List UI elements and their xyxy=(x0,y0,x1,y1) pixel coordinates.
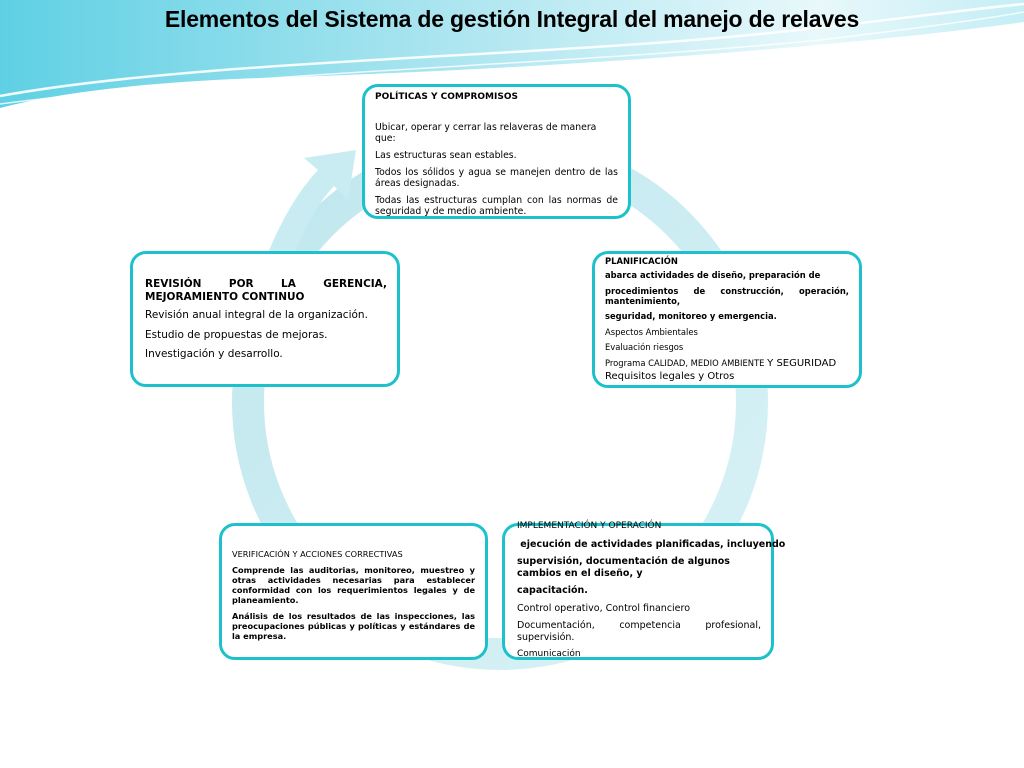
box-line: Estudio de propuestas de mejoras. xyxy=(145,328,328,341)
box-heading: PLANIFICACIÓN xyxy=(605,256,678,266)
box-line: supervisión, documentación de algunos ca… xyxy=(517,556,730,579)
box-line: abarca actividades de diseño, preparació… xyxy=(605,270,821,280)
box-heading: VERIFICACIÓN Y ACCIONES CORRECTIVAS xyxy=(232,549,403,559)
box-line: Comunicación xyxy=(517,649,581,659)
box-heading: IMPLEMENTACIÓN Y OPERACIÓN xyxy=(517,521,662,531)
box-line: Documentación, competencia profesional, … xyxy=(517,620,761,643)
box-line: Todos los sólidos y agua se manejen dent… xyxy=(375,167,618,189)
box-line: Comprende las auditorias, monitoreo, mue… xyxy=(232,565,475,605)
page-title: Elementos del Sistema de gestión Integra… xyxy=(164,6,860,32)
box-heading: POLÍTICAS Y COMPROMISOS xyxy=(375,92,518,102)
box-line: Evaluación riesgos xyxy=(605,342,684,352)
box-planificacion: PLANIFICACIÓN abarca actividades de dise… xyxy=(592,251,862,388)
header-swoosh xyxy=(0,0,1024,113)
box-line: seguridad, monitoreo y emergencia. xyxy=(605,311,777,321)
box-politicas-compromisos: POLÍTICAS Y COMPROMISOS Ubicar, operar y… xyxy=(362,84,631,219)
box-line: Programa CALIDAD, MEDIO AMBIENTE xyxy=(605,357,765,368)
box-verificacion-acciones: VERIFICACIÓN Y ACCIONES CORRECTIVAS Comp… xyxy=(219,523,488,660)
box-line: Revisión anual integral de la organizaci… xyxy=(145,309,368,321)
box-line: Investigación y desarrollo. xyxy=(145,348,283,360)
box-heading: REVISIÓN POR LA GERENCIA, MEJORAMIENTO C… xyxy=(145,278,387,303)
box-revision-gerencia: REVISIÓN POR LA GERENCIA, MEJORAMIENTO C… xyxy=(130,251,400,387)
box-line: Requisitos legales y Otros xyxy=(605,370,735,382)
box-line: Ubicar, operar y cerrar las relaveras de… xyxy=(375,122,597,144)
box-line: Todas las estructuras cumplan con las no… xyxy=(375,195,618,217)
box-line: Análisis de los resultados de las inspec… xyxy=(232,611,475,641)
box-line: capacitación. xyxy=(517,585,588,596)
box-line: Aspectos Ambientales xyxy=(605,326,698,337)
box-line: procedimientos de construcción, operació… xyxy=(605,285,849,306)
box-line: ejecución de actividades planificadas, i… xyxy=(517,538,786,550)
box-line: Las estructuras sean estables. xyxy=(375,150,517,161)
box-implementacion-operacion: IMPLEMENTACIÓN Y OPERACIÓN ejecución de … xyxy=(502,521,786,660)
box-line: Y SEGURIDAD xyxy=(767,357,837,369)
box-line: Control operativo, Control financiero xyxy=(517,602,691,614)
